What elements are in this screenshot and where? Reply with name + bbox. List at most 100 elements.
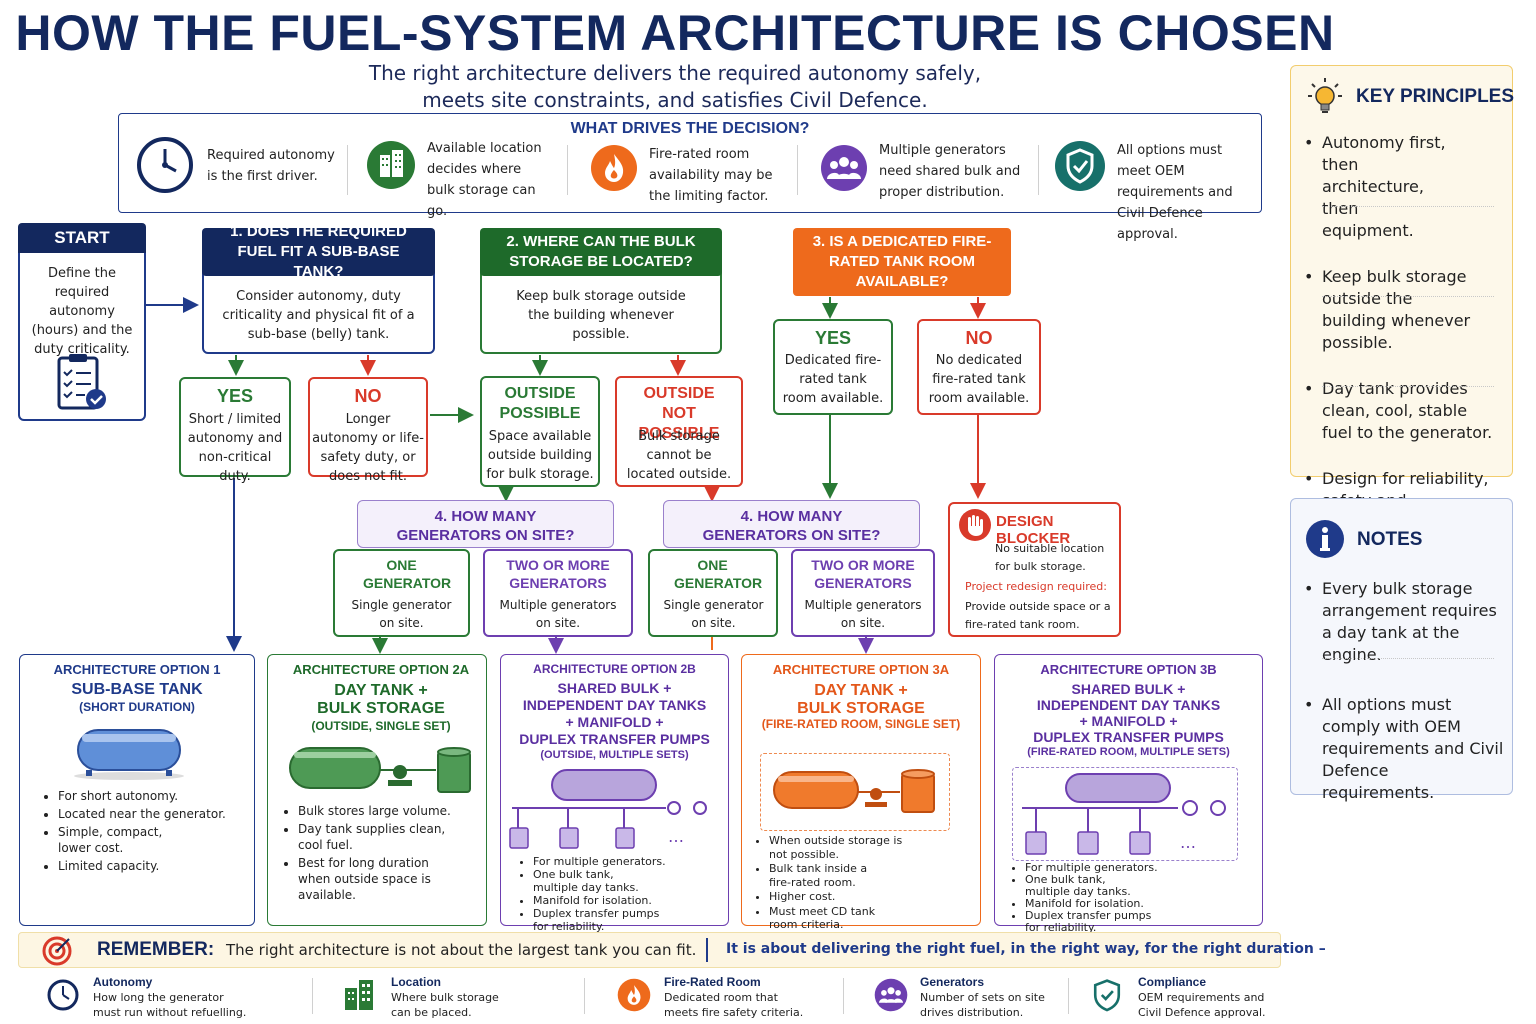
option-3b-head: ARCHITECTURE OPTION 3B bbox=[1040, 662, 1217, 677]
q3-no-label: NO bbox=[965, 328, 993, 348]
q2-text: Keep bulk storage outside the building w… bbox=[516, 289, 686, 342]
q2-outside-text: Space available outside building for bul… bbox=[486, 429, 594, 482]
driver-text-compliance: All options must meet OEM requirements a… bbox=[1117, 143, 1233, 242]
sub-base-tank-icon bbox=[74, 729, 184, 780]
q4a-box bbox=[357, 500, 614, 548]
shield-check-icon bbox=[1093, 979, 1121, 1012]
key-principles-heading: KEY PRINCIPLES bbox=[1356, 86, 1515, 107]
q1-yes-label: YES bbox=[216, 386, 254, 406]
option-1-card bbox=[19, 654, 255, 926]
option-3a-head: ARCHITECTURE OPTION 3A bbox=[772, 662, 950, 677]
q2-not-outside-box bbox=[615, 376, 743, 487]
remember-text-2: It is about delivering the right fuel, i… bbox=[726, 941, 1326, 957]
option-3a-bullets: When outside storage is not possible. Bu… bbox=[753, 834, 973, 933]
fire-icon bbox=[617, 978, 651, 1012]
option-2b-bullet: Manifold for isolation. bbox=[533, 894, 717, 907]
notes-heading: NOTES bbox=[1357, 529, 1423, 550]
remember-text-1: The right architecture is not about the … bbox=[226, 941, 697, 959]
driver-text-location: Available location decides where bulk st… bbox=[427, 141, 542, 219]
option-2b-name4: DUPLEX TRANSFER PUMPS bbox=[519, 731, 710, 747]
page-subtitle: The right architecture delivers the requ… bbox=[300, 60, 1050, 114]
q3-title: 3. IS A DEDICATED FIRE-RATED TANK ROOM A… bbox=[793, 228, 1011, 296]
option-3b-bullets: For multiple generators. One bulk tank, … bbox=[1009, 862, 1249, 934]
design-blocker-label: DESIGN BLOCKER bbox=[996, 513, 1071, 547]
option-3a-bullet: Higher cost. bbox=[769, 890, 973, 904]
option-2b-bullets: For multiple generators. One bulk tank, … bbox=[517, 855, 717, 933]
q2-not-outside-text: Bulk storage cannot be located outside. bbox=[626, 429, 732, 482]
q1-yes-text: Short / limited autonomy and non-critica… bbox=[187, 412, 283, 484]
gen-multi-a-box bbox=[483, 549, 633, 637]
group-icon bbox=[874, 978, 908, 1012]
driver-text-autonomy: Required autonomy is the first driver. bbox=[207, 148, 335, 184]
option-2a-bullets: Bulk stores large volume. Day tank suppl… bbox=[282, 803, 482, 905]
q1-title: 1. DOES THE REQUIRED FUEL FIT A SUB-BASE… bbox=[202, 223, 435, 280]
start-text: Define the required autonomy (hours) and… bbox=[31, 266, 133, 357]
option-1-bullets: For short autonomy. Located near the gen… bbox=[42, 788, 242, 876]
remember-bar bbox=[18, 932, 1281, 968]
gen-multi-b-label: TWO OR MORE GENERATORS bbox=[811, 557, 915, 591]
q4b-title: 4. HOW MANY GENERATORS ON SITE? bbox=[702, 508, 881, 544]
stop-hand-icon bbox=[959, 509, 991, 541]
option-3b-bullet: Duplex transfer pumps for reliability. bbox=[1025, 910, 1165, 934]
gen-multi-b-text: Multiple generators on site. bbox=[804, 598, 922, 630]
q1-no-label: NO bbox=[354, 386, 382, 406]
gen-one-b-text: Single generator on site. bbox=[663, 598, 764, 630]
building-icon bbox=[367, 141, 415, 189]
principle-item: Autonomy first, then architecture, then … bbox=[1290, 132, 1455, 242]
option-2b-sub: (OUTSIDE, MULTIPLE SETS) bbox=[540, 749, 689, 761]
q1-no-box bbox=[308, 377, 428, 477]
option-1-sub: (SHORT DURATION) bbox=[79, 700, 195, 714]
option-1-name: SUB-BASE TANK bbox=[71, 681, 203, 698]
gen-one-a-box bbox=[333, 549, 470, 637]
q4a-title: 4. HOW MANY GENERATORS ON SITE? bbox=[396, 508, 575, 544]
option-2b-bullet: One bulk tank, multiple day tanks. bbox=[533, 868, 643, 894]
q1-no-text: Longer autonomy or life-safety duty, or … bbox=[312, 412, 424, 484]
option-3a-bullet: When outside storage is not possible. bbox=[769, 834, 909, 861]
group-icon bbox=[821, 145, 867, 191]
option-3b-bullet: One bulk tank, multiple day tanks. bbox=[1025, 874, 1135, 898]
key-principles-list: Autonomy first, then architecture, then … bbox=[1290, 132, 1502, 558]
option-3b-sub: (FIRE-RATED ROOM, MULTIPLE SETS) bbox=[1027, 746, 1230, 758]
footer-title-fire-room: Fire-Rated Room bbox=[664, 975, 761, 989]
option-2b-name3: + MANIFOLD + bbox=[565, 714, 664, 730]
principle-item: Keep bulk storage outside the building w… bbox=[1290, 266, 1480, 354]
q3-yes-text: Dedicated fire-rated tank room available… bbox=[782, 353, 884, 406]
option-2a-head: ARCHITECTURE OPTION 2A bbox=[292, 662, 470, 677]
gen-one-a-label: ONE GENERATOR bbox=[363, 557, 452, 591]
option-1-bullet: Limited capacity. bbox=[58, 858, 242, 874]
q2-title: 2. WHERE CAN THE BULK STORAGE BE LOCATED… bbox=[480, 228, 722, 276]
note-item: Every bulk storage arrangement requires … bbox=[1290, 578, 1504, 666]
option-1-head: ARCHITECTURE OPTION 1 bbox=[53, 662, 221, 677]
q2-not-outside-label: OUTSIDE NOT POSSIBLE bbox=[638, 385, 720, 442]
q1-text: Consider autonomy, duty criticality and … bbox=[222, 289, 415, 342]
fire-icon bbox=[591, 145, 637, 191]
footer-title-location: Location bbox=[391, 975, 441, 989]
svg-text:…: … bbox=[668, 827, 684, 846]
q3-yes-box bbox=[773, 319, 893, 415]
flow-connectors bbox=[146, 297, 986, 654]
q3-yes-label: YES bbox=[814, 328, 852, 348]
option-3a-name2: BULK STORAGE bbox=[797, 700, 925, 717]
building-icon bbox=[345, 980, 373, 1010]
driver-text-generators: Multiple generators need shared bulk and… bbox=[879, 143, 1021, 200]
option-2a-bullet: Best for long duration when outside spac… bbox=[298, 855, 438, 903]
design-blocker-red: Project redesign required: bbox=[965, 580, 1107, 593]
option-3b-bullet: Manifold for isolation. bbox=[1025, 898, 1249, 910]
option-1-bullet: For short autonomy. bbox=[58, 788, 242, 804]
shared-bulk-manifold-icon-3b: … bbox=[1022, 773, 1226, 855]
option-2a-bullet: Day tank supplies clean, cool fuel. bbox=[298, 821, 448, 853]
clock-icon bbox=[47, 979, 79, 1011]
gen-multi-a-label: TWO OR MORE GENERATORS bbox=[506, 557, 610, 591]
driver-text-fire-room: Fire-rated room availability may be the … bbox=[649, 147, 773, 204]
svg-text:…: … bbox=[1180, 833, 1196, 852]
footer-title-generators: Generators bbox=[920, 975, 985, 989]
q3-no-text: No dedicated fire-rated tank room availa… bbox=[928, 353, 1030, 406]
option-3b-name2: INDEPENDENT DAY TANKS bbox=[1036, 697, 1221, 713]
design-blocker-text: No suitable location for bulk storage. bbox=[995, 542, 1105, 573]
start-label: START bbox=[18, 223, 146, 253]
